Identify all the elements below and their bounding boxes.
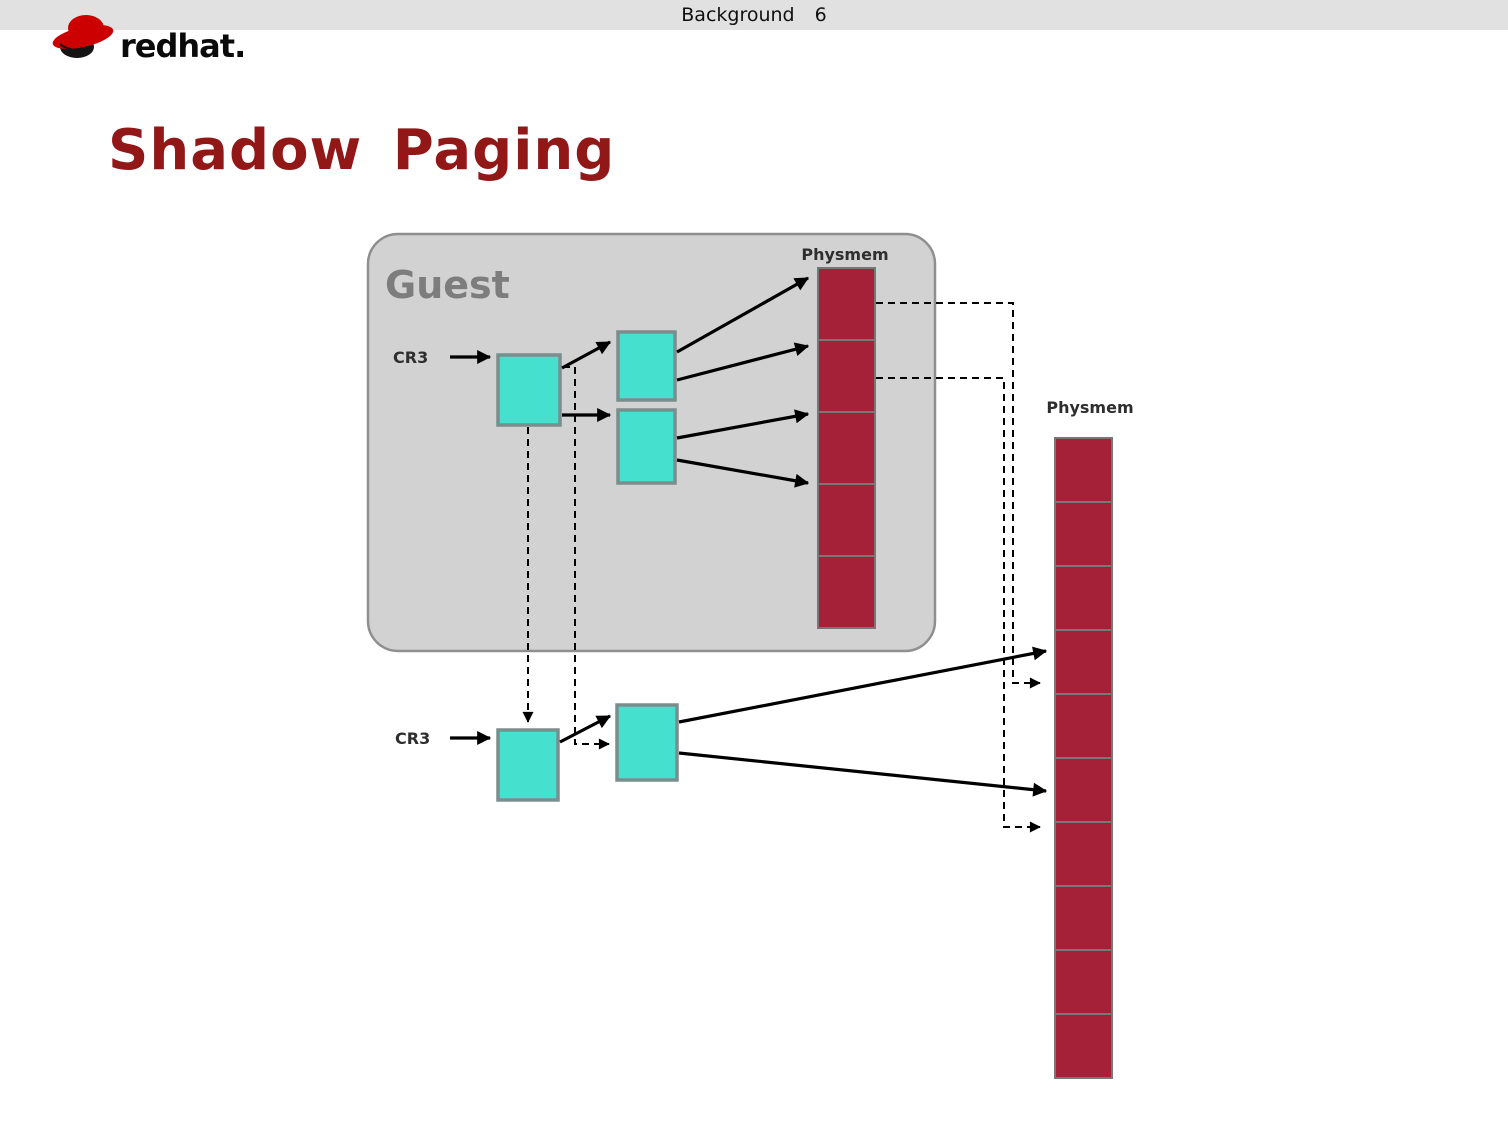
arrow-guest-l2b-to-physmem-3 — [676, 409, 810, 440]
redhat-logo: redhat. — [50, 10, 246, 66]
arrow-shadow-l2-to-hostmem-2 — [678, 751, 1048, 797]
arrow-guest-l1-to-l2a — [561, 340, 612, 370]
guest-physmem-segment — [817, 267, 876, 341]
host-physmem-segment — [1054, 501, 1113, 567]
guest-physmem-column — [817, 267, 876, 629]
host-physmem-segment — [1054, 885, 1113, 951]
guest-physmem-segment — [817, 555, 876, 629]
host-physmem-segment — [1054, 629, 1113, 695]
host-physmem-segment — [1054, 949, 1113, 1015]
dashed-guestmem-to-hostmem-2 — [876, 377, 1041, 833]
logo-text-red: red — [120, 27, 178, 65]
guest-cr3-label: CR3 — [393, 348, 428, 367]
guest-physmem-segment — [817, 483, 876, 557]
host-cr3-label: CR3 — [395, 729, 430, 748]
shadow-page-table-l2 — [615, 703, 679, 782]
arrow-shadow-l1-to-l2 — [559, 714, 612, 744]
arrow-shadow-l2-to-hostmem-1 — [678, 646, 1048, 724]
guest-page-table-l2-a — [616, 330, 677, 402]
guest-label: Guest — [385, 263, 510, 307]
arrow-guest-l2b-to-physmem-4 — [676, 458, 810, 488]
host-physmem-segment — [1054, 437, 1113, 503]
guest-page-table-l1 — [496, 353, 562, 427]
header-section-title: Background — [681, 4, 795, 26]
arrow-guest-l2a-to-physmem-1 — [676, 276, 810, 354]
dashed-guest-pt-to-shadow-l2 — [563, 366, 610, 750]
slide-title: Shadow Paging — [108, 118, 616, 183]
host-physmem-segment — [1054, 757, 1113, 823]
redhat-shadowman-icon — [50, 10, 116, 66]
host-physmem-segment — [1054, 821, 1113, 887]
guest-physmem-segment — [817, 339, 876, 413]
guest-page-table-l2-b — [616, 408, 677, 485]
dashed-guestmem-to-hostmem-1 — [876, 302, 1041, 689]
arrow-guest-l2a-to-physmem-2 — [676, 342, 810, 382]
guest-physmem-label: Physmem — [801, 245, 888, 264]
host-physmem-segment — [1054, 1013, 1113, 1079]
host-physmem-segment — [1054, 693, 1113, 759]
redhat-logo-text: redhat. — [120, 27, 246, 66]
header-page-number: 6 — [814, 4, 827, 26]
shadow-page-table-l1 — [496, 728, 560, 802]
logo-text-hat: hat. — [177, 27, 246, 65]
host-physmem-column — [1054, 437, 1113, 1079]
header-bar: Background 6 — [0, 0, 1508, 30]
guest-physmem-segment — [817, 411, 876, 485]
host-physmem-label: Physmem — [1046, 398, 1133, 417]
host-physmem-segment — [1054, 565, 1113, 631]
